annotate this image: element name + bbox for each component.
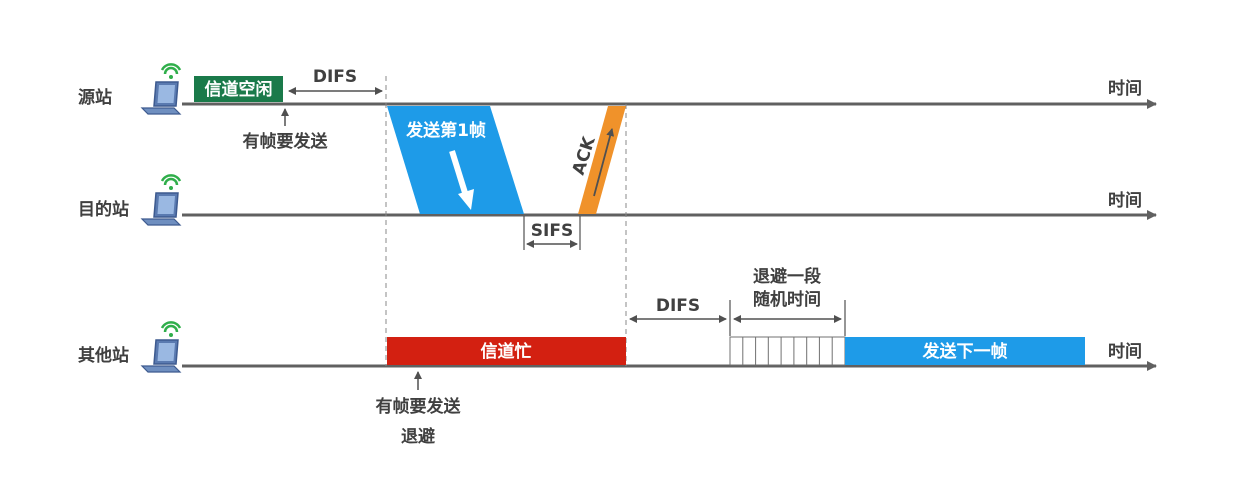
backoff-random-label-line1: 退避一段	[753, 266, 821, 287]
station-destination-label: 目的站	[78, 199, 129, 220]
difs-label-source: DIFS	[313, 67, 357, 87]
laptop-icon-destination	[140, 174, 182, 227]
frame-direction-arrow-head	[458, 189, 474, 210]
laptop-icon-other	[140, 321, 182, 374]
time-label-destination: 时间	[1108, 190, 1142, 211]
send-next-frame-box	[845, 337, 1085, 365]
frame-direction-arrow	[449, 150, 469, 197]
send-next-frame-label: 发送下一帧	[922, 341, 1008, 362]
ack-direction-arrow	[593, 128, 615, 197]
backoff-slot-dividers	[742, 337, 833, 365]
channel-busy-box	[387, 337, 626, 365]
first-frame-label: 发送第1帧	[405, 120, 486, 141]
backoff-random-label-line2: 随机时间	[753, 289, 821, 310]
channel-busy-label: 信道忙	[481, 341, 532, 362]
time-label-other: 时间	[1108, 341, 1142, 362]
sifs-label: SIFS	[531, 221, 573, 241]
has-frame-label-source: 有帧要发送	[243, 131, 329, 152]
station-source-label: 源站	[78, 87, 112, 108]
difs-label-other: DIFS	[656, 296, 700, 316]
channel-idle-label: 信道空闲	[205, 79, 273, 100]
has-frame-label-other: 有帧要发送	[376, 396, 462, 417]
laptop-icon-source	[140, 63, 182, 116]
channel-idle-box	[194, 76, 283, 102]
time-label-source: 时间	[1108, 78, 1142, 99]
backoff-label: 退避	[401, 426, 435, 447]
backoff-slots-box	[729, 336, 846, 366]
station-other-label: 其他站	[78, 345, 129, 366]
